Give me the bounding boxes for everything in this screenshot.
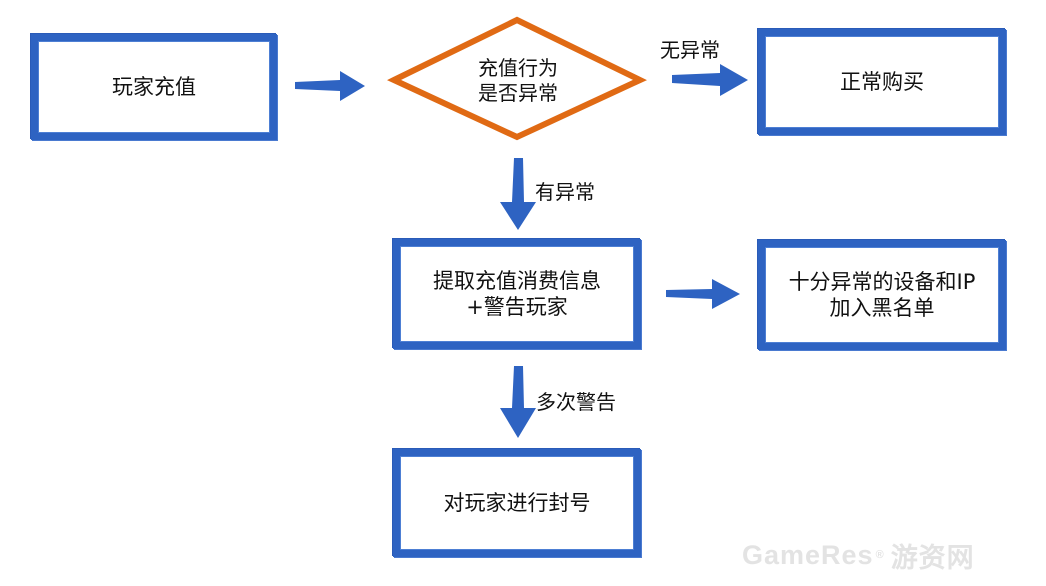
edge-label-no-anomaly: 无异常 — [660, 38, 720, 62]
watermark-registered-mark: ® — [875, 549, 885, 561]
node-check-line1: 充值行为 — [478, 56, 558, 80]
node-blacklist-text: 十分异常的设备和IP 加入黑名单 — [789, 269, 976, 321]
arrow-recharge-to-check — [295, 71, 365, 101]
decision-diamond — [387, 16, 647, 141]
arrow-extract-to-blacklist — [666, 279, 740, 309]
node-extract-text: 提取充值消费信息 +警告玩家 — [433, 268, 601, 320]
watermark-brand: GameRes — [742, 540, 874, 570]
node-blacklist-line1: 十分异常的设备和IP — [788, 270, 976, 294]
edge-label-repeated-warning: 多次警告 — [536, 390, 616, 414]
node-extract: 提取充值消费信息 +警告玩家 — [393, 239, 641, 349]
node-recharge-label: 玩家充值 — [112, 75, 196, 99]
node-check-label: 充值行为 是否异常 — [448, 56, 588, 106]
node-ban: 对玩家进行封号 — [393, 449, 641, 557]
watermark-site: 游资网 — [890, 543, 975, 573]
node-normal: 正常购买 — [758, 29, 1006, 135]
node-extract-line2: +警告玩家 — [466, 295, 568, 319]
edge-label-has-anomaly: 有异常 — [535, 180, 595, 204]
node-check-line2: 是否异常 — [478, 81, 558, 105]
arrow-extract-to-ban — [500, 366, 536, 438]
node-recharge: 玩家充值 — [31, 34, 277, 140]
node-normal-label: 正常购买 — [840, 70, 924, 94]
node-blacklist: 十分异常的设备和IP 加入黑名单 — [758, 240, 1006, 350]
arrow-check-to-normal — [672, 64, 748, 96]
watermark: GameRes ® 游资网 — [742, 536, 975, 575]
arrow-check-to-extract — [500, 158, 536, 230]
node-extract-line1: 提取充值消费信息 — [433, 269, 601, 293]
node-ban-label: 对玩家进行封号 — [443, 491, 591, 515]
node-blacklist-line2: 加入黑名单 — [829, 296, 935, 320]
